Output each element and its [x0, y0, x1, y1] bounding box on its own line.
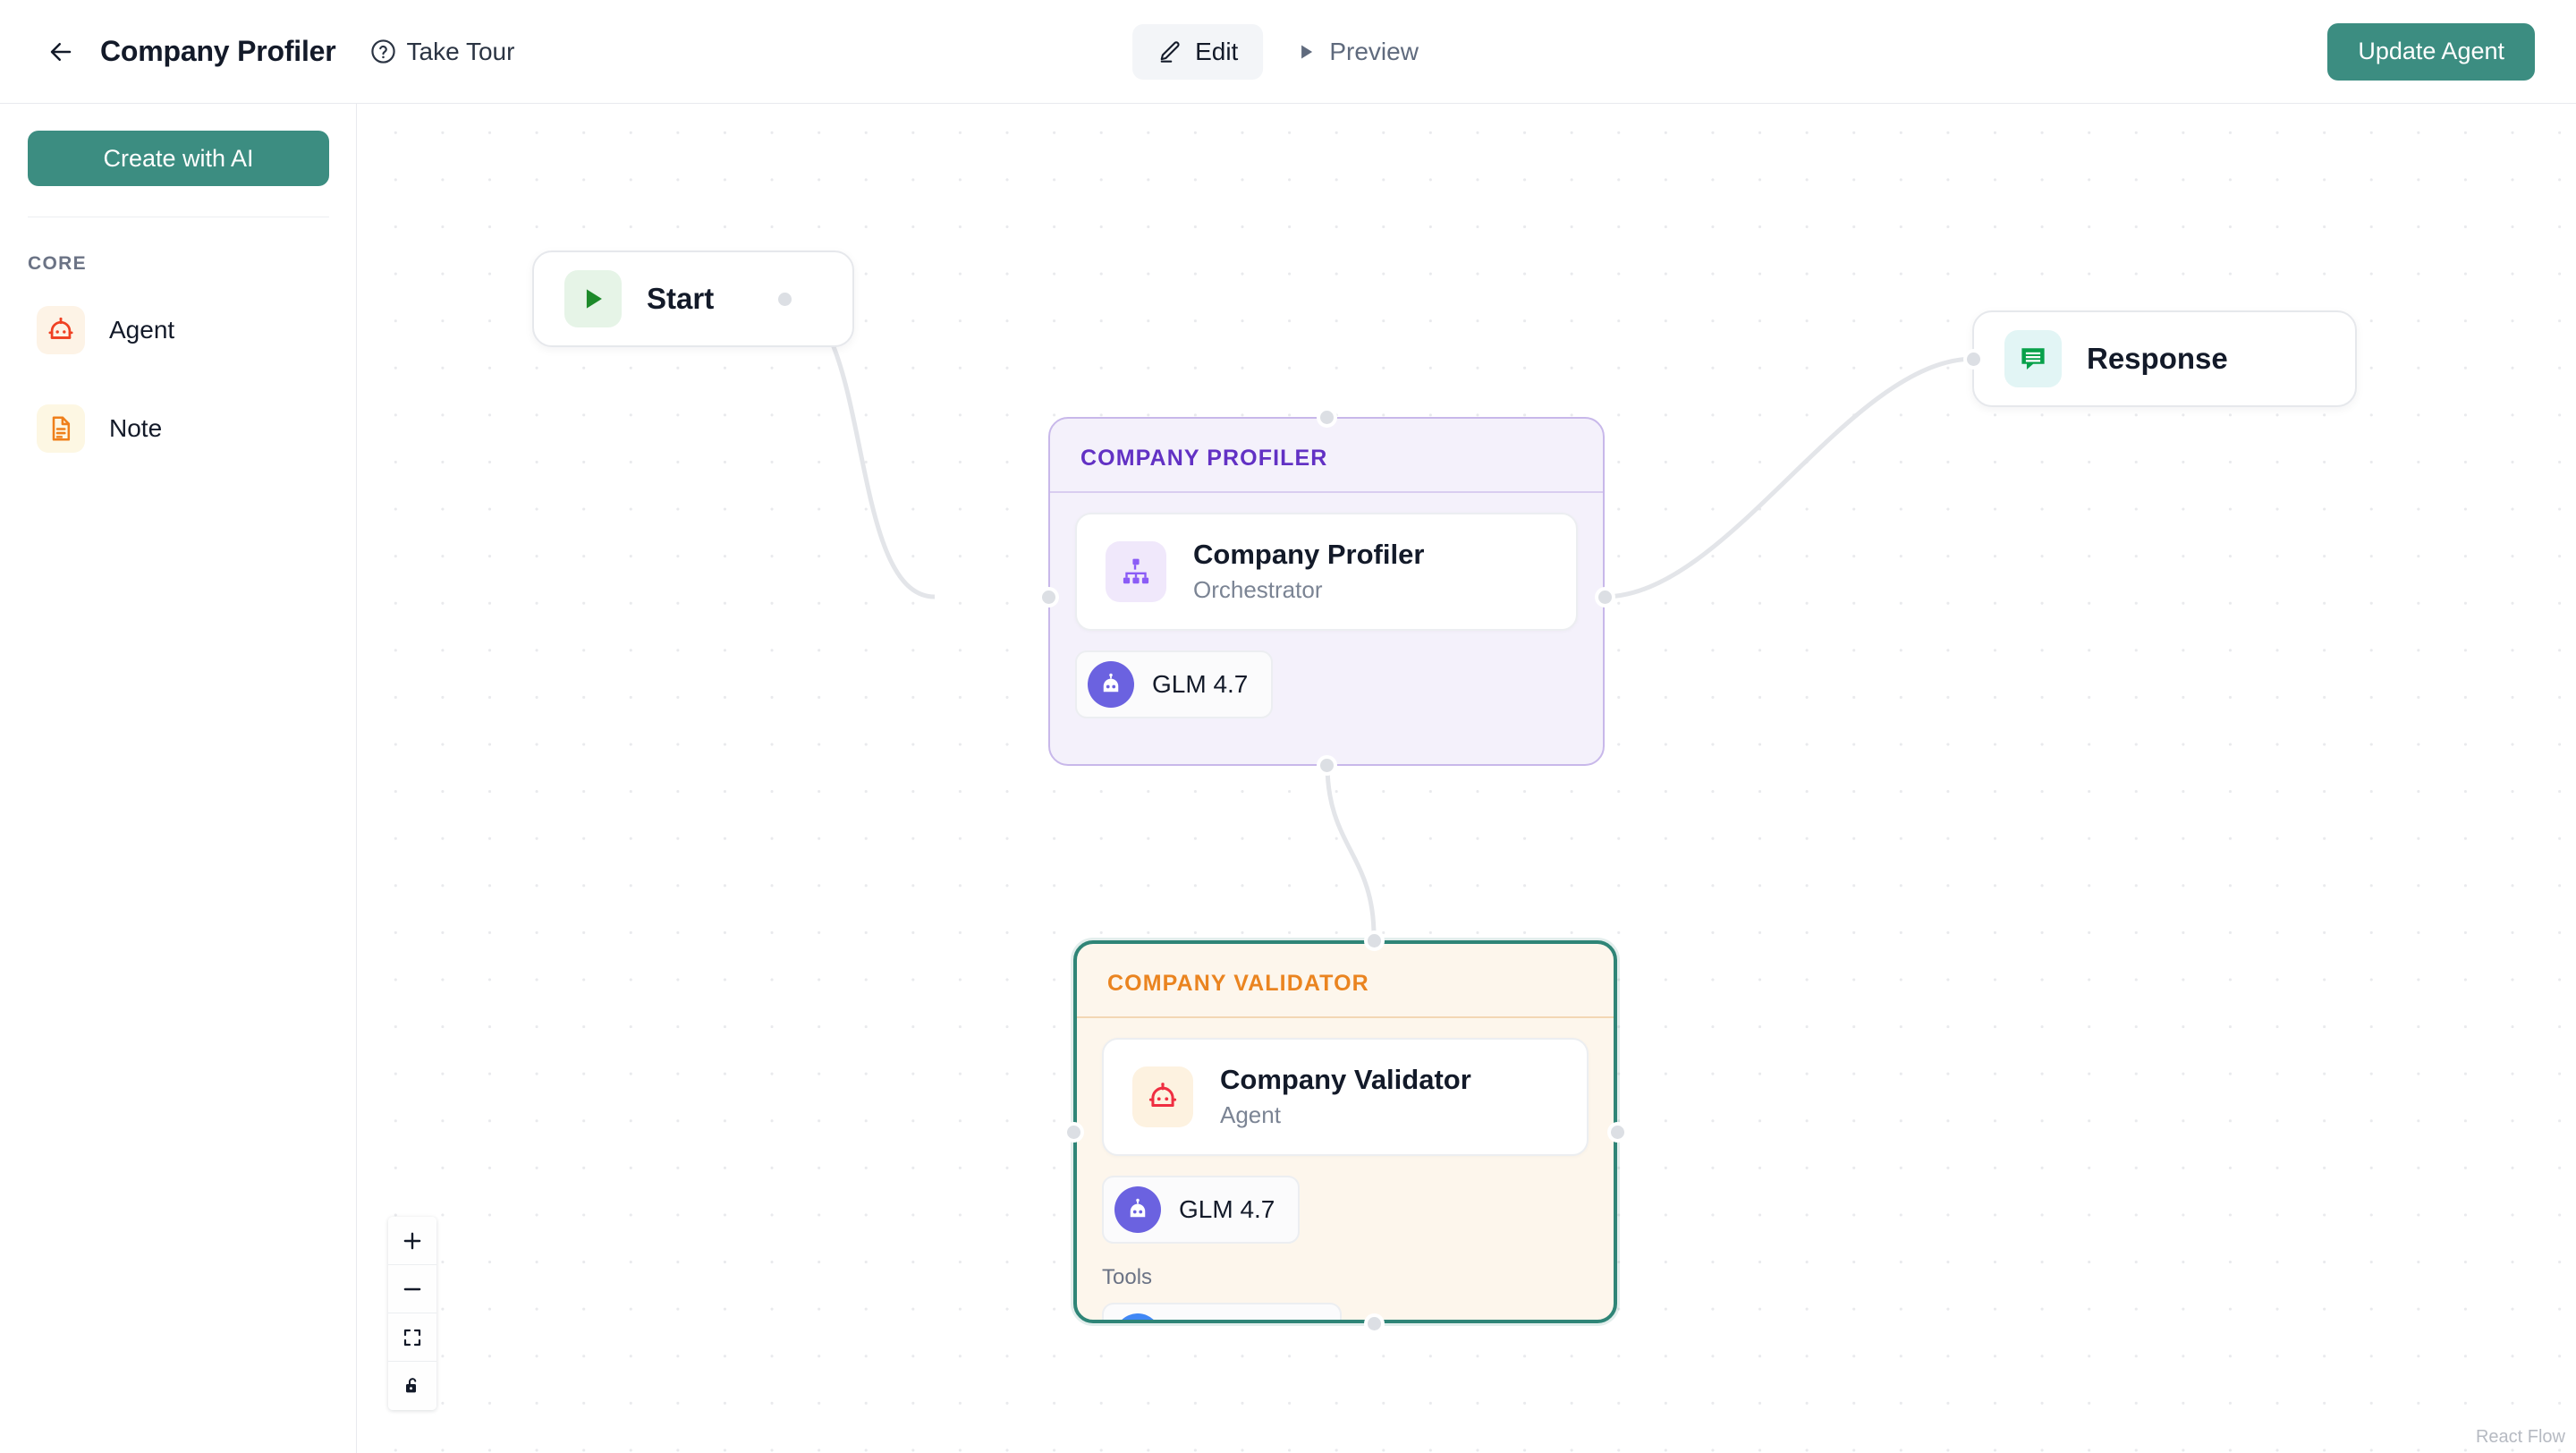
- minus-icon: [403, 1287, 421, 1290]
- robot-avatar-icon: [1114, 1185, 1161, 1233]
- react-flow-attribution[interactable]: React Flow: [2475, 1427, 2565, 1447]
- tool-chip-web-search[interactable]: Web Search: [1102, 1302, 1342, 1323]
- node-start-label: Start: [647, 282, 715, 315]
- model-chip-profiler[interactable]: GLM 4.7: [1075, 650, 1274, 718]
- group-node-company-validator-title: COMPANY VALIDATOR: [1077, 944, 1614, 1018]
- fit-view-button[interactable]: [388, 1313, 436, 1362]
- play-triangle-icon: [564, 270, 622, 327]
- arrow-left-icon: [50, 42, 72, 61]
- handle-profiler-top[interactable]: [1317, 407, 1337, 428]
- flow-canvas[interactable]: Start Response COMPANY PROFILER: [358, 104, 2576, 1453]
- handle-profiler-left[interactable]: [1038, 587, 1059, 608]
- back-button[interactable]: [41, 32, 80, 72]
- tools-section-label: Tools: [1102, 1264, 1153, 1289]
- take-tour-label: Take Tour: [406, 37, 515, 65]
- agent-card-company-validator-name: Company Validator: [1220, 1064, 1471, 1095]
- create-with-ai-button[interactable]: Create with AI: [28, 131, 329, 186]
- zoom-in-button[interactable]: [388, 1217, 436, 1265]
- model-chip-validator-label: GLM 4.7: [1179, 1194, 1275, 1223]
- play-triangle-icon: [1301, 45, 1313, 58]
- group-node-company-profiler-title: COMPANY PROFILER: [1050, 419, 1603, 493]
- app-header: Company Profiler Take Tour Edit: [0, 0, 2576, 104]
- handle-response-target[interactable]: [1963, 349, 1984, 370]
- group-node-company-profiler[interactable]: COMPANY PROFILER Company Profiler: [1048, 417, 1605, 766]
- org-hierarchy-icon: [1106, 540, 1166, 602]
- sidebar-item-note[interactable]: Note: [28, 396, 328, 461]
- take-tour-button[interactable]: Take Tour: [370, 37, 515, 66]
- tab-preview[interactable]: Preview: [1270, 24, 1444, 80]
- handle-validator-right[interactable]: [1607, 1122, 1628, 1143]
- sidebar-item-note-label: Note: [109, 414, 163, 442]
- node-start[interactable]: Start: [532, 251, 854, 347]
- unlock-icon: [406, 1378, 417, 1393]
- group-node-company-profiler-body: Company Profiler Orchestrator: [1050, 493, 1603, 743]
- node-response[interactable]: Response: [1972, 310, 2357, 407]
- pencil-icon: [1160, 40, 1180, 63]
- mode-switcher: Edit Preview: [1132, 23, 1444, 80]
- robot-icon: [37, 306, 85, 354]
- handle-validator-top[interactable]: [1364, 930, 1385, 951]
- tool-chip-web-search-label: Web Search: [1179, 1322, 1317, 1323]
- edge-profiler-to-validator: [1325, 764, 1377, 937]
- agent-card-company-validator[interactable]: Company Validator Agent: [1102, 1038, 1589, 1156]
- agent-card-company-validator-text: Company Validator Agent: [1220, 1063, 1471, 1131]
- robot-avatar-icon: [1088, 660, 1134, 708]
- tab-preview-label: Preview: [1329, 37, 1419, 65]
- handle-validator-left[interactable]: [1063, 1122, 1084, 1143]
- zoom-controls: [388, 1217, 436, 1410]
- agent-card-company-profiler-text: Company Profiler Orchestrator: [1193, 538, 1424, 606]
- chat-message-icon: [2004, 330, 2062, 387]
- sidebar-section-core-label: CORE: [28, 253, 87, 274]
- update-agent-button[interactable]: Update Agent: [2327, 22, 2535, 81]
- robot-icon: [1132, 1066, 1193, 1127]
- edge-profiler-to-response: [1603, 356, 1975, 599]
- group-node-company-validator[interactable]: COMPANY VALIDATOR: [1073, 940, 1617, 1323]
- zoom-out-button[interactable]: [388, 1265, 436, 1313]
- agent-card-company-profiler-type: Orchestrator: [1193, 575, 1323, 603]
- model-chip-profiler-label: GLM 4.7: [1152, 669, 1249, 698]
- agent-card-company-profiler[interactable]: Company Profiler Orchestrator: [1075, 513, 1578, 631]
- page-title: Company Profiler: [100, 35, 336, 67]
- sidebar-item-agent[interactable]: Agent: [28, 298, 328, 362]
- fit-view-icon: [403, 1329, 421, 1346]
- toggle-interactivity-button[interactable]: [388, 1362, 436, 1410]
- model-chip-validator[interactable]: GLM 4.7: [1102, 1175, 1301, 1244]
- tab-edit-label: Edit: [1195, 37, 1239, 65]
- agent-card-company-profiler-name: Company Profiler: [1193, 539, 1425, 570]
- header-left-group: Company Profiler Take Tour: [0, 32, 514, 72]
- handle-validator-bottom[interactable]: [1364, 1313, 1385, 1334]
- agent-card-company-validator-type: Agent: [1220, 1100, 1281, 1128]
- handle-start-source[interactable]: [775, 289, 795, 310]
- header-right-group: Update Agent: [2327, 22, 2535, 81]
- sidebar-item-agent-label: Agent: [109, 316, 175, 344]
- handle-profiler-right[interactable]: [1595, 587, 1615, 608]
- sidebar-item-list: Agent Note: [28, 298, 328, 461]
- group-node-company-validator-body: Company Validator Agent GL: [1077, 1018, 1614, 1323]
- sidebar: Create with AI CORE Agent: [0, 104, 357, 1453]
- globe-search-icon: [1114, 1313, 1161, 1320]
- help-circle-icon: [370, 39, 395, 64]
- handle-profiler-bottom[interactable]: [1317, 755, 1337, 776]
- node-response-label: Response: [2087, 342, 2228, 375]
- tab-edit[interactable]: Edit: [1132, 23, 1264, 80]
- note-document-icon: [37, 404, 85, 453]
- plus-icon: [403, 1232, 421, 1249]
